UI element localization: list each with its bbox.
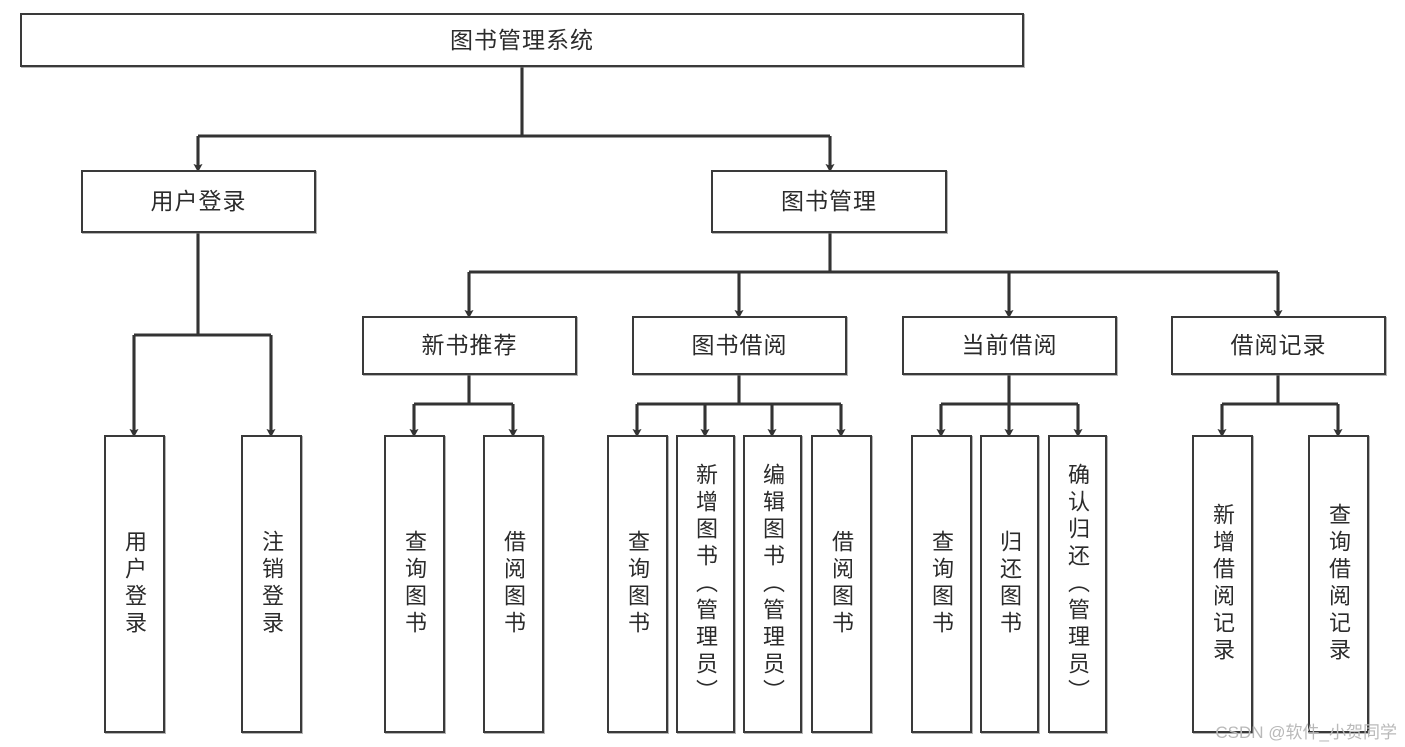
node-leaf-query-book-recommend-label: 查询图书	[402, 530, 428, 638]
node-new-book-recommend[interactable]: 新书推荐	[362, 316, 577, 375]
node-leaf-borrow-book[interactable]: 借阅图书	[811, 435, 872, 733]
node-leaf-query-borrow-record[interactable]: 查询借阅记录	[1308, 435, 1369, 733]
node-current-borrow[interactable]: 当前借阅	[902, 316, 1117, 375]
node-leaf-query-book-borrow[interactable]: 查询图书	[607, 435, 668, 733]
node-leaf-add-borrow-record-label: 新增借阅记录	[1210, 503, 1236, 665]
node-leaf-query-book-borrow-label: 查询图书	[625, 530, 651, 638]
node-leaf-add-book-admin-label: 新增图书（管理员）	[693, 462, 719, 706]
node-leaf-user-login-label: 用户登录	[122, 530, 148, 638]
node-leaf-return-book-label: 归还图书	[997, 530, 1023, 638]
node-user-login-label: 用户登录	[150, 188, 247, 215]
node-leaf-borrow-book-recommend[interactable]: 借阅图书	[483, 435, 544, 733]
node-borrow-records-label: 借阅记录	[1230, 332, 1327, 359]
node-leaf-borrow-book-recommend-label: 借阅图书	[501, 530, 527, 638]
node-root-label: 图书管理系统	[450, 26, 594, 53]
node-book-borrow[interactable]: 图书借阅	[632, 316, 847, 375]
node-leaf-query-borrow-record-label: 查询借阅记录	[1326, 503, 1352, 665]
node-leaf-add-book-admin[interactable]: 新增图书（管理员）	[676, 435, 735, 733]
node-user-login[interactable]: 用户登录	[81, 170, 316, 233]
node-leaf-return-book[interactable]: 归还图书	[980, 435, 1039, 733]
node-leaf-add-borrow-record[interactable]: 新增借阅记录	[1192, 435, 1253, 733]
node-leaf-borrow-book-label: 借阅图书	[829, 530, 855, 638]
csdn-watermark: CSDN @软件_小贺同学	[1215, 723, 1397, 742]
node-new-book-recommend-label: 新书推荐	[421, 332, 518, 359]
node-book-management[interactable]: 图书管理	[711, 170, 947, 233]
node-leaf-logout-label: 注销登录	[259, 530, 285, 638]
node-leaf-query-book-current-label: 查询图书	[929, 530, 955, 638]
node-leaf-confirm-return-admin-label: 确认归还（管理员）	[1065, 462, 1091, 706]
node-leaf-query-book-current[interactable]: 查询图书	[911, 435, 972, 733]
node-borrow-records[interactable]: 借阅记录	[1171, 316, 1386, 375]
node-book-management-label: 图书管理	[781, 188, 877, 215]
node-leaf-confirm-return-admin[interactable]: 确认归还（管理员）	[1048, 435, 1107, 733]
node-leaf-edit-book-admin[interactable]: 编辑图书（管理员）	[743, 435, 802, 733]
node-root[interactable]: 图书管理系统	[20, 13, 1024, 67]
node-leaf-user-login[interactable]: 用户登录	[104, 435, 165, 733]
node-leaf-edit-book-admin-label: 编辑图书（管理员）	[760, 462, 786, 706]
node-leaf-query-book-recommend[interactable]: 查询图书	[384, 435, 445, 733]
node-leaf-logout[interactable]: 注销登录	[241, 435, 302, 733]
node-book-borrow-label: 图书借阅	[691, 332, 788, 359]
node-current-borrow-label: 当前借阅	[961, 332, 1058, 359]
